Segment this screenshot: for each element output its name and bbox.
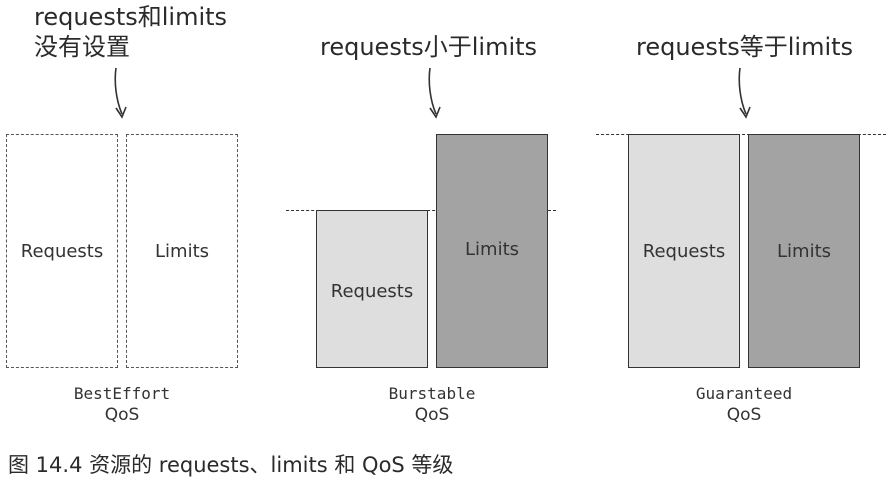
burstable-requests-label: Requests [330, 281, 414, 302]
best-effort-limits-box: Limits [126, 134, 238, 368]
best-effort-requests-label: Requests [20, 240, 104, 262]
burstable-note: requests小于limits [320, 33, 538, 61]
qos-guaranteed-sub: QoS [726, 405, 762, 425]
guaranteed-note: requests等于limits [636, 33, 854, 61]
best-effort-arrow-icon [114, 67, 127, 119]
guaranteed-arrow-icon [738, 67, 751, 119]
burstable-arrow-icon [428, 67, 441, 119]
guaranteed-level-line [596, 134, 886, 135]
burstable-limits-box: Limits [436, 134, 548, 368]
qos-burstable-name: Burstable [388, 384, 476, 403]
best-effort-limits-label: Limits [155, 240, 209, 262]
guaranteed-requests-label: Requests [642, 240, 726, 262]
guaranteed-requests-box: Requests [628, 134, 740, 368]
guaranteed-limits-label: Limits [777, 240, 831, 262]
best-effort-requests-box: Requests [6, 134, 118, 368]
qos-guaranteed-name: Guaranteed [695, 384, 793, 403]
guaranteed-limits-box: Limits [748, 134, 860, 368]
qos-best-effort-sub: QoS [104, 405, 140, 425]
qos-burstable-sub: QoS [414, 405, 450, 425]
burstable-limits-label: Limits [465, 239, 519, 260]
burstable-requests-box: Requests [316, 210, 428, 368]
best-effort-note-line2: 没有设置 [34, 33, 130, 61]
figure-caption: 图 14.4 资源的 requests、limits 和 QoS 等级 [8, 453, 454, 477]
qos-best-effort-name: BestEffort [73, 384, 171, 403]
best-effort-note-line1: requests和limits [34, 3, 228, 31]
